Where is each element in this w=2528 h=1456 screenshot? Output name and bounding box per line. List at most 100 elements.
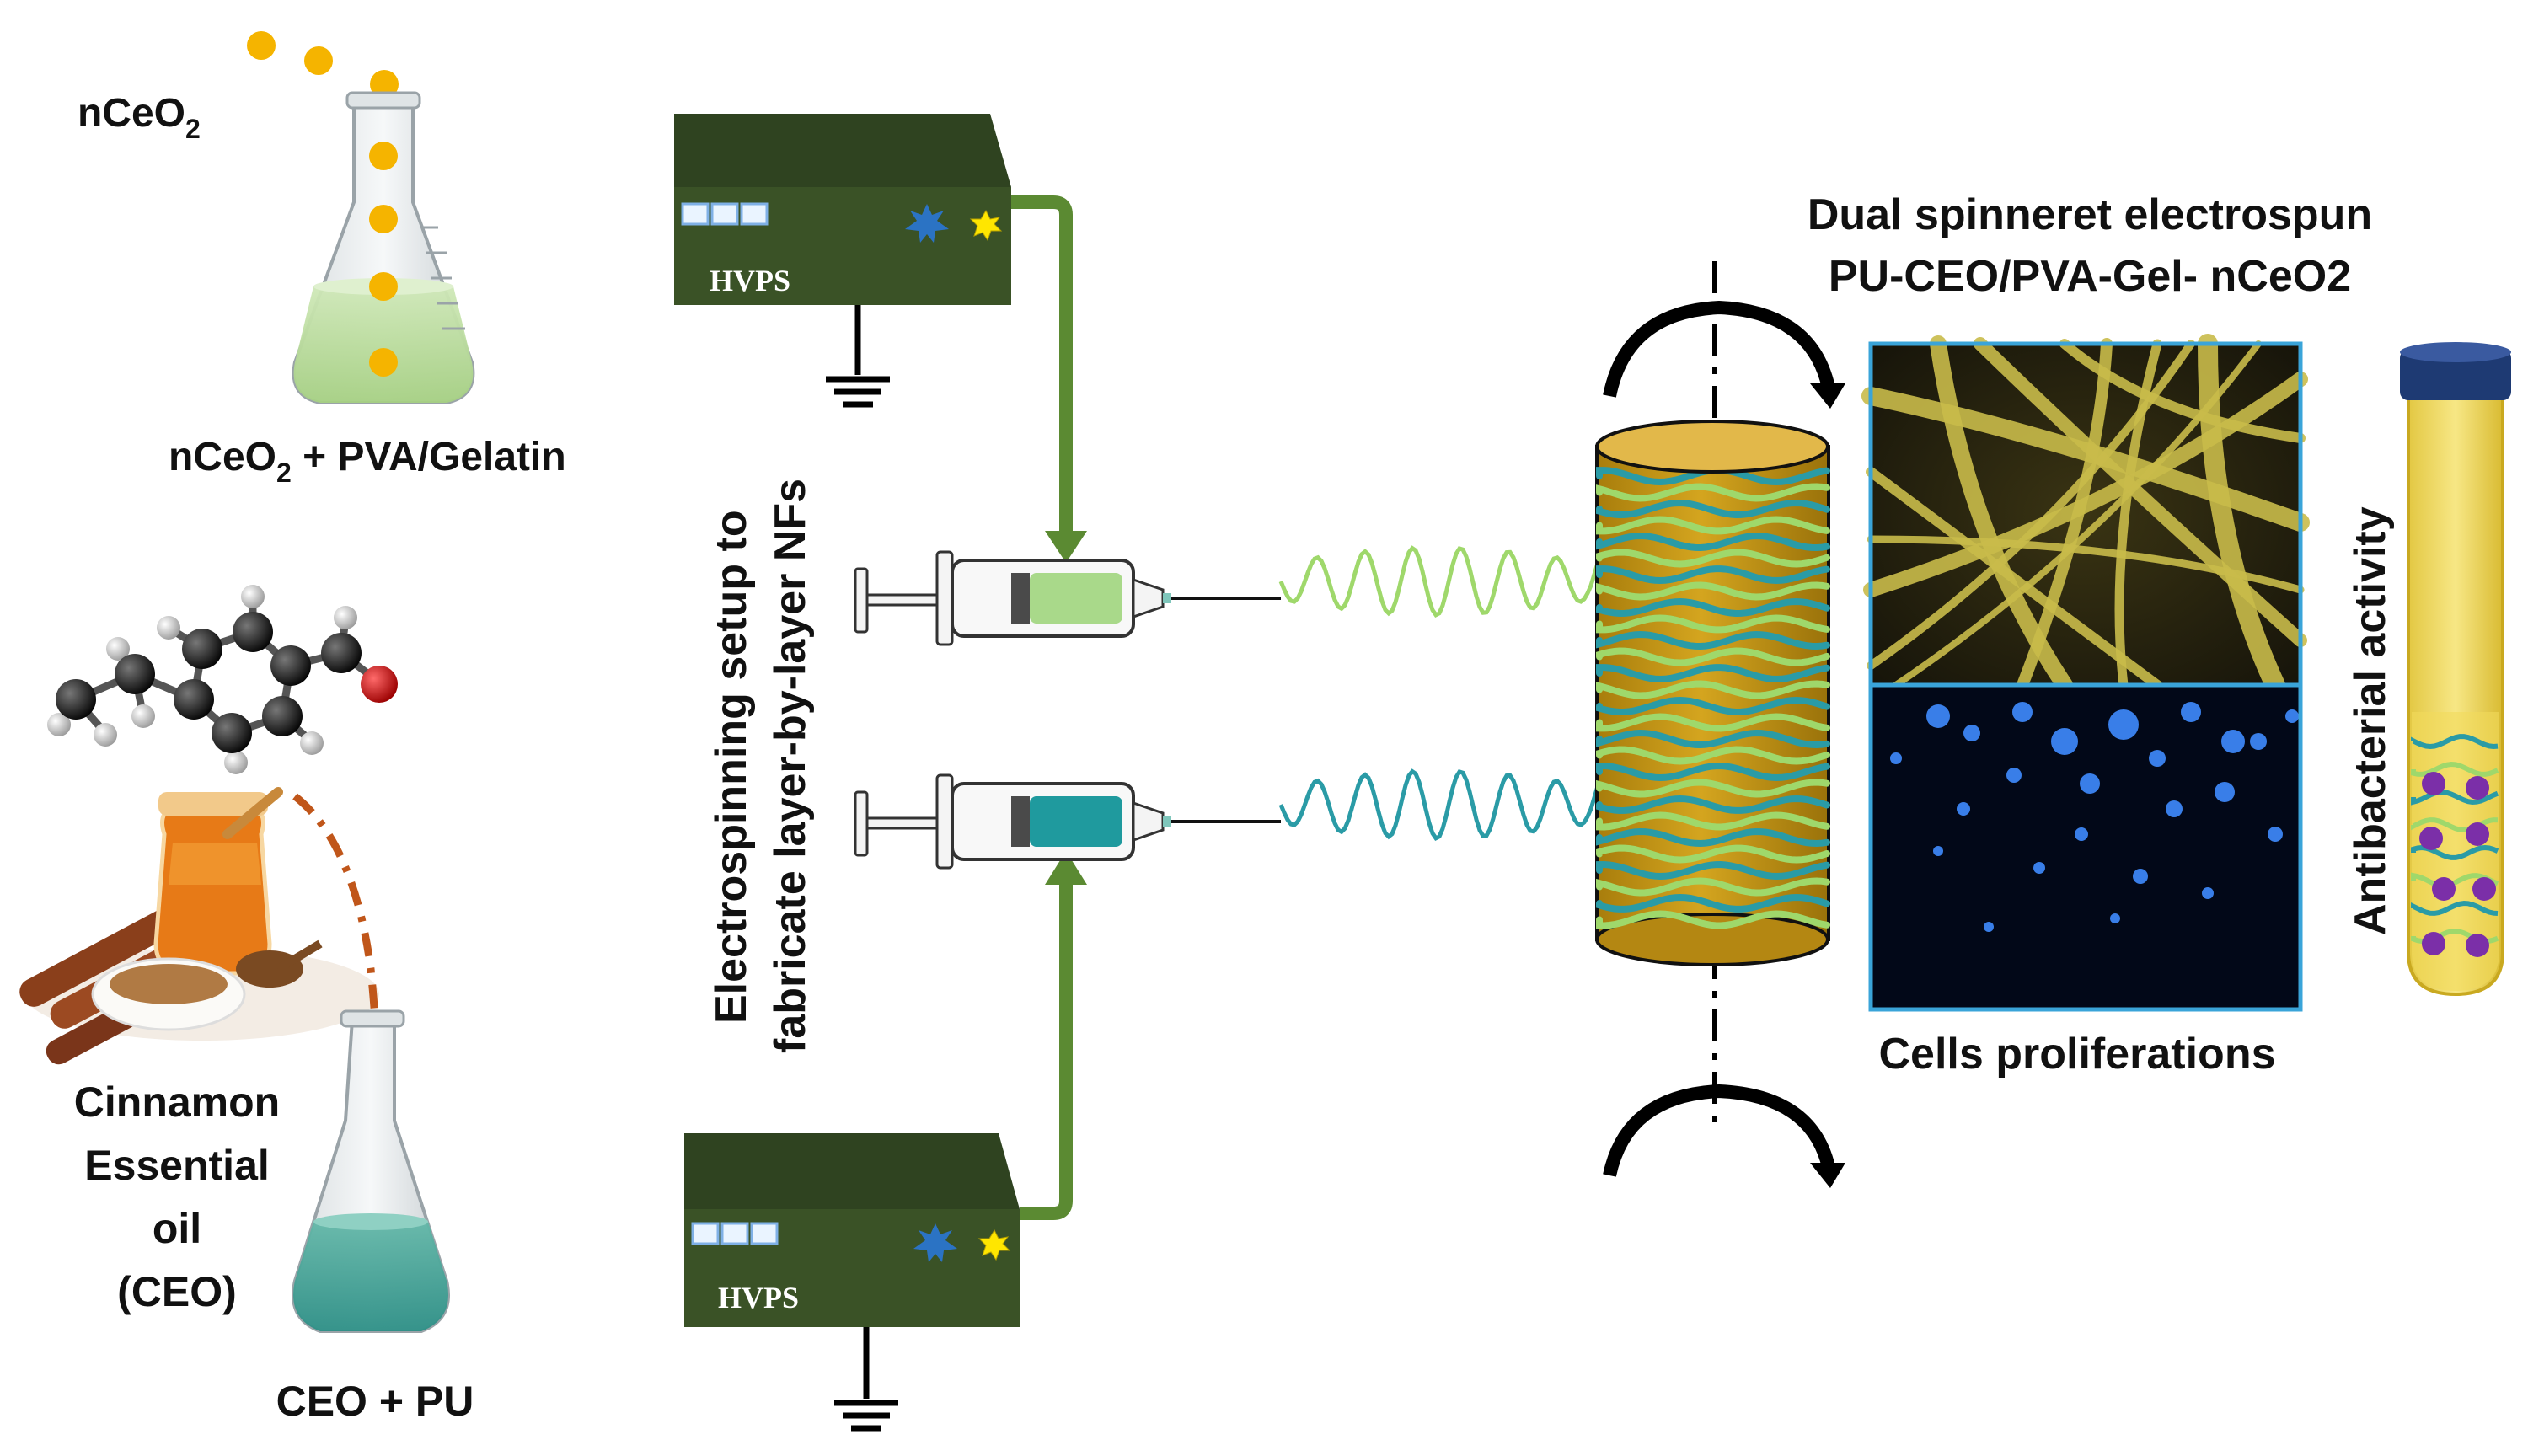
fiber-jet-top bbox=[1278, 545, 1604, 618]
cell-nucleus bbox=[2012, 702, 2033, 722]
bacteria-icon bbox=[2422, 772, 2445, 795]
sem-fiber bbox=[2114, 339, 2162, 690]
tube-fiber bbox=[2411, 900, 2499, 916]
collector-fiber bbox=[1596, 827, 1830, 848]
cell-nucleus bbox=[2285, 709, 2299, 723]
cinnamon-label-line3: oil bbox=[153, 1205, 201, 1252]
collector-fiber bbox=[1596, 549, 1830, 568]
collector-fiber bbox=[1596, 680, 1830, 699]
hvps-bottom-label: HVPS bbox=[718, 1281, 799, 1314]
title-line1: Dual spinneret electrospun bbox=[1808, 190, 2372, 239]
hvps-bottom: HVPS bbox=[684, 1133, 1020, 1432]
tube-fiber bbox=[2411, 817, 2499, 833]
collector-fiber bbox=[1596, 696, 1830, 716]
cells-label: Cells proliferations bbox=[1879, 1030, 2276, 1079]
syringe-bottom bbox=[854, 774, 1281, 870]
test-tube-icon bbox=[2400, 342, 2511, 997]
sem-fiber bbox=[2059, 339, 2306, 443]
tube-fiber bbox=[2411, 844, 2499, 860]
cell-nucleus bbox=[2080, 774, 2100, 794]
sem-fiber bbox=[1893, 340, 2262, 688]
cell-nucleus bbox=[2110, 913, 2120, 923]
collector-fiber bbox=[1596, 581, 1830, 601]
fiber-jet-bottom bbox=[1278, 768, 1604, 842]
bacteria-icon bbox=[2472, 877, 2496, 901]
cinnamon-label-line1: Cinnamon bbox=[74, 1079, 280, 1126]
sem-fiber bbox=[1974, 337, 2307, 647]
flask-ceo-pu bbox=[292, 1009, 450, 1333]
cell-nucleus bbox=[1963, 725, 1980, 741]
deposited-fibers bbox=[1596, 467, 1830, 929]
syringe-top bbox=[854, 550, 1281, 646]
collector-fiber bbox=[1596, 516, 1830, 535]
bacteria-icon bbox=[2466, 776, 2489, 800]
collector-fiber bbox=[1596, 647, 1830, 666]
tube-fiber bbox=[2411, 789, 2499, 806]
title-line2: PU-CEO/PVA-Gel- nCeO2 bbox=[1829, 252, 2351, 301]
mix-b-label: CEO + PU bbox=[276, 1378, 474, 1425]
hv-wires bbox=[1011, 195, 1087, 1220]
cinnamon-label-line4: (CEO) bbox=[117, 1268, 237, 1315]
cell-nucleus bbox=[1890, 752, 1902, 764]
cell-nucleus bbox=[2250, 733, 2267, 750]
bacteria-icon bbox=[2422, 932, 2445, 956]
bacteria-icon bbox=[2466, 934, 2489, 957]
sem-fiber bbox=[1863, 372, 2308, 597]
collector-fiber bbox=[1596, 893, 1830, 913]
cinnamon-honey-image bbox=[19, 787, 379, 1065]
bacteria-icon bbox=[2466, 822, 2489, 846]
rotating-collector bbox=[1595, 420, 1830, 966]
flask-pva-gelatin bbox=[292, 91, 475, 404]
sem-fiber bbox=[2017, 338, 2113, 691]
cinnamon-label-line2: Essential bbox=[84, 1142, 270, 1189]
rotation-arrow-bottom-icon bbox=[1603, 1084, 1835, 1177]
nceo2-label: nCeO2 bbox=[78, 91, 201, 144]
collector-fiber bbox=[1596, 597, 1830, 618]
cell-nucleus bbox=[2108, 709, 2139, 740]
bacteria-icon bbox=[2419, 827, 2443, 850]
cell-nucleus bbox=[2051, 728, 2078, 755]
hvps-top: HVPS bbox=[674, 114, 1011, 408]
sem-fiber bbox=[1861, 387, 2310, 532]
cell-nucleus bbox=[2202, 887, 2214, 899]
cell-nucleus bbox=[2268, 827, 2283, 842]
collector-fiber bbox=[1596, 795, 1830, 815]
collector-fiber bbox=[1596, 630, 1830, 650]
collector-fiber bbox=[1596, 811, 1830, 831]
setup-label-line2: fabricate layer-by-layer NFs bbox=[766, 479, 815, 1053]
collector-fiber bbox=[1596, 746, 1830, 765]
cell-nucleus bbox=[2166, 800, 2183, 817]
sem-fiber bbox=[2198, 334, 2285, 695]
collector-fiber bbox=[1596, 614, 1830, 634]
antibacterial-label: Antibacterial activity bbox=[2346, 506, 2395, 935]
cell-nucleus bbox=[2221, 730, 2245, 753]
collector-fiber bbox=[1596, 762, 1830, 782]
collector-fiber bbox=[1596, 729, 1830, 749]
fluorescence-micrograph bbox=[1868, 682, 2303, 1012]
cell-nucleus bbox=[1984, 922, 1994, 932]
collector-fiber bbox=[1596, 483, 1830, 502]
collector-fiber bbox=[1596, 779, 1830, 798]
cell-nucleus bbox=[1933, 846, 1943, 856]
collector-fiber bbox=[1596, 844, 1830, 864]
mix-a-label: nCeO2 + PVA/Gelatin bbox=[169, 435, 566, 488]
cinnamaldehyde-molecule-icon bbox=[47, 585, 398, 774]
cell-nucleus bbox=[2075, 827, 2088, 841]
collector-fiber bbox=[1596, 532, 1830, 552]
tube-fiber bbox=[2411, 761, 2499, 777]
rotation-arrow-top-icon bbox=[1603, 300, 1835, 398]
cell-nucleus bbox=[2133, 869, 2148, 884]
collector-fiber bbox=[1596, 877, 1830, 897]
setup-label-line1: Electrospinning setup to bbox=[707, 510, 756, 1024]
cell-nucleus bbox=[1957, 802, 1970, 816]
hvps-top-label: HVPS bbox=[710, 264, 790, 297]
cell-nucleus bbox=[2149, 750, 2166, 767]
collector-fiber bbox=[1596, 713, 1830, 732]
cell-nucleus bbox=[2033, 862, 2045, 874]
cell-nucleus bbox=[1926, 704, 1950, 728]
collector-fiber bbox=[1596, 910, 1830, 929]
nceo2-particles bbox=[247, 31, 399, 99]
cell-nucleus bbox=[2181, 702, 2201, 722]
collector-fiber bbox=[1596, 664, 1830, 683]
